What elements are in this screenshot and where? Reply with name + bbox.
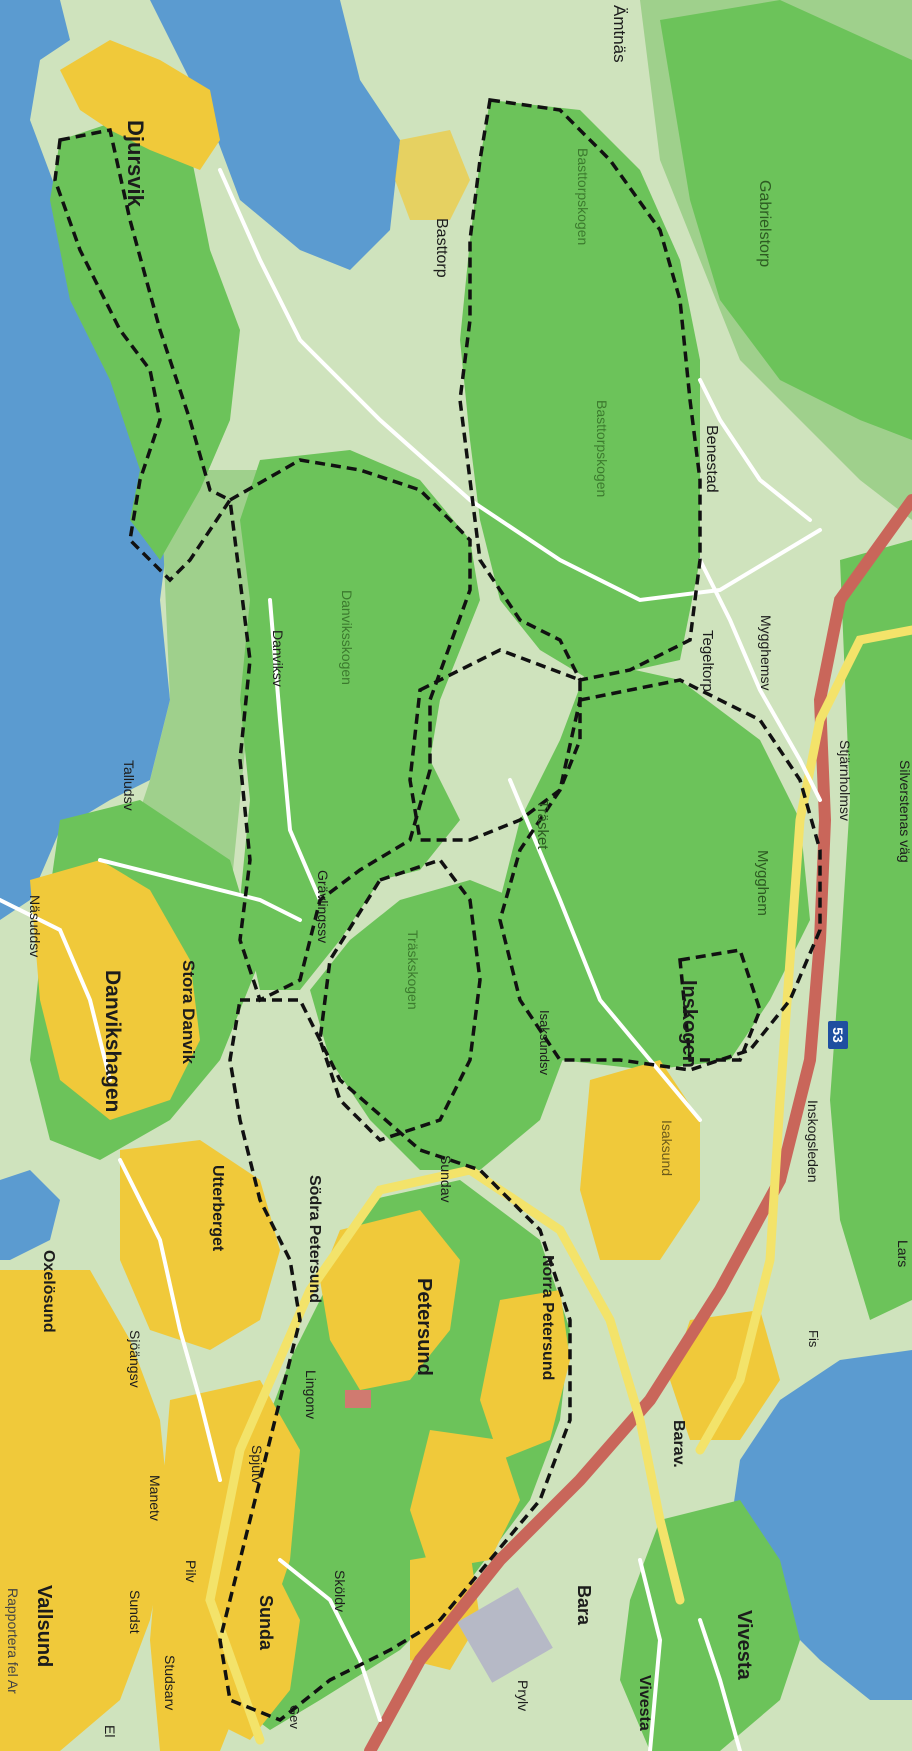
label-utterberget: Utterberget bbox=[209, 1165, 226, 1252]
label-isaksund: Isaksund bbox=[659, 1120, 675, 1176]
label-skoldv: Sköldv bbox=[332, 1570, 348, 1612]
label-sundav: Sundav bbox=[438, 1155, 454, 1202]
label-gravlingssv: Grävlingssv bbox=[315, 870, 331, 943]
res-oxelosund-south bbox=[0, 1270, 170, 1751]
label-talludsv: Talludsv bbox=[121, 760, 137, 811]
boundary-petersund bbox=[218, 998, 572, 1723]
label-gev: Gev bbox=[287, 1705, 302, 1729]
label-danvikshagen: Danvikshagen bbox=[101, 970, 124, 1112]
label-djursvik: Djursvik bbox=[123, 120, 148, 208]
forest-east-strip bbox=[830, 540, 912, 1320]
res-utterberget bbox=[120, 1140, 280, 1350]
boundary-traskskogen-south bbox=[318, 857, 482, 1143]
footer-report-error[interactable]: Rapportera fel Ar bbox=[5, 1588, 21, 1694]
label-nasuddsv: Näsuddsv bbox=[27, 895, 43, 957]
label-lingonv: Lingonv bbox=[303, 1370, 319, 1419]
res-djursvik-tip bbox=[60, 40, 220, 170]
label-barav: Barav. bbox=[670, 1420, 687, 1468]
label-prylv: Prylv bbox=[515, 1680, 531, 1711]
label-pilv: Pilv bbox=[183, 1560, 199, 1583]
label-traskel: Träsket bbox=[534, 800, 551, 850]
forest-mygghem bbox=[500, 660, 810, 1070]
res-sodra-petersund bbox=[320, 1210, 460, 1390]
label-stora-danvik: Stora Danvik bbox=[179, 960, 198, 1064]
label-stjarnholmsv: Stjärnholmsv bbox=[837, 740, 853, 821]
label-manetv: Manetv bbox=[147, 1475, 163, 1521]
water-west-bay bbox=[0, 0, 170, 920]
road-stjarnholmsv bbox=[695, 625, 912, 1455]
label-saksundsv: Isaksundsv bbox=[537, 1010, 552, 1076]
label-myghem: Mygghem bbox=[754, 850, 771, 916]
label-bara: Bara bbox=[574, 1585, 594, 1626]
boundary-danviksskogen bbox=[228, 458, 472, 1003]
road-sundav bbox=[205, 1165, 685, 1745]
label-basttorpskogen-2: Basttorpskogen bbox=[594, 400, 610, 497]
label-el: El bbox=[102, 1725, 118, 1737]
protected-area-boundaries bbox=[53, 98, 822, 1723]
label-sunda: Sunda bbox=[256, 1595, 276, 1651]
route-shield-label: 53 bbox=[830, 1027, 846, 1043]
res-skoldv bbox=[410, 1550, 480, 1670]
water-oxelosund bbox=[0, 1170, 60, 1260]
label-norra-petersund: Norra Petersund bbox=[539, 1255, 556, 1380]
forest-gabrielstorp bbox=[660, 0, 912, 440]
label-danviksskogen: Danviksskogen bbox=[339, 590, 355, 685]
label-sodra-petersund: Södra Petersund bbox=[306, 1175, 323, 1303]
boundary-traskskogen bbox=[408, 648, 582, 842]
label-inskogsleden: Inskogsleden bbox=[805, 1100, 821, 1183]
boundary-mygghem bbox=[498, 678, 822, 1072]
boundary-inskogen bbox=[678, 948, 762, 1062]
label-larsa: Lars bbox=[895, 1240, 911, 1267]
res-isaksund bbox=[580, 1060, 700, 1260]
forest-petersund bbox=[220, 1180, 570, 1730]
label-petersund: Petersund bbox=[413, 1278, 435, 1376]
label-benestad: Benestad bbox=[703, 425, 720, 493]
forest-djursvik bbox=[50, 120, 240, 560]
res-sunda bbox=[200, 1560, 300, 1740]
label-gabrielstorp: Gabrielstorp bbox=[756, 180, 773, 267]
label-vivesta-1: Vivesta bbox=[733, 1610, 755, 1681]
building-petersund bbox=[345, 1390, 371, 1408]
res-lingonv bbox=[410, 1430, 520, 1570]
forest-vivesta bbox=[620, 1500, 800, 1751]
label-traskskogen: Träskskogen bbox=[405, 930, 421, 1010]
label-vivesta-2: Vivesta bbox=[636, 1675, 653, 1731]
label-studsarv: Studsarv bbox=[162, 1655, 178, 1710]
label-mygghemsv: Mygghemsv bbox=[758, 615, 774, 690]
label-vallsund: Vallsund bbox=[33, 1585, 55, 1667]
label-amtnas: Ämtnäs bbox=[610, 5, 629, 63]
label-danviksv: Danviksv bbox=[270, 630, 286, 687]
minor-roads bbox=[0, 168, 822, 1751]
res-danvikshagen bbox=[30, 860, 200, 1120]
water-north-lake bbox=[150, 0, 400, 270]
forest-traskskogen bbox=[310, 880, 570, 1170]
label-silverstensv: Silverstenas väg bbox=[897, 760, 912, 863]
route-shield-53: 53 bbox=[828, 1021, 848, 1049]
label-oxelosund: Oxelösund bbox=[40, 1250, 57, 1333]
res-basttorp bbox=[395, 130, 470, 220]
label-sundst: Sundst bbox=[127, 1590, 143, 1634]
boundary-djursvik bbox=[53, 127, 233, 583]
place-labels: Ämtnäs Djursvik Basttorp Gabrielstorp Ba… bbox=[27, 5, 912, 1737]
label-tegeltorp: Tegeltorp bbox=[699, 630, 716, 692]
label-basttorpskogen-1: Basttorpskogen bbox=[575, 148, 591, 245]
res-norra-petersund bbox=[480, 1290, 570, 1460]
highway-e4 bbox=[364, 494, 912, 1751]
label-basttorp: Basttorp bbox=[433, 218, 450, 278]
industrial-bara bbox=[457, 1587, 553, 1683]
label-inskogen: Inskogen bbox=[678, 980, 700, 1068]
label-fis: Fis bbox=[806, 1330, 821, 1348]
label-sjoangsv: Sjöängsv bbox=[127, 1330, 143, 1388]
label-spjutv: Spjutv bbox=[249, 1445, 265, 1484]
